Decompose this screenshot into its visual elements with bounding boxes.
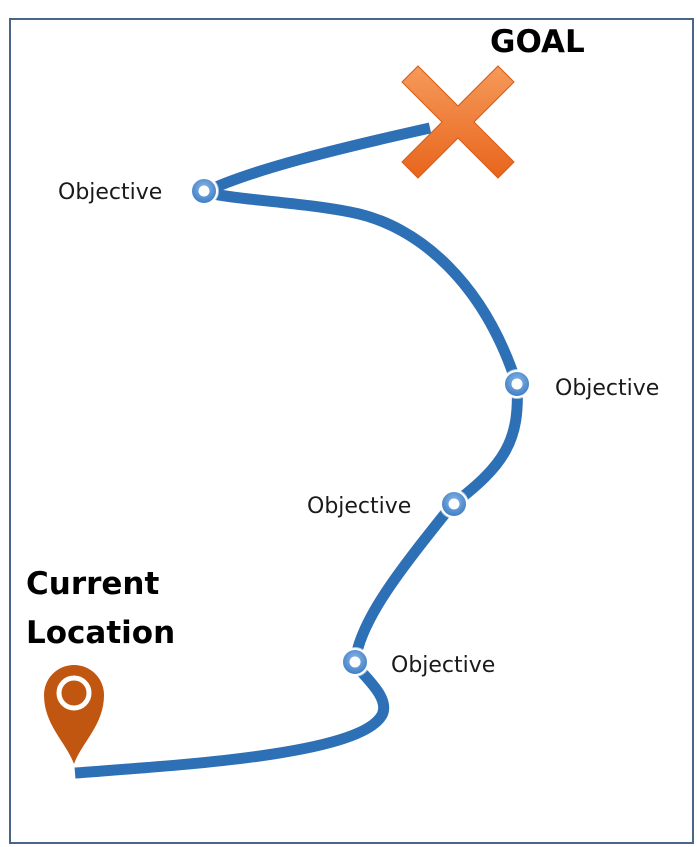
current-location-label-line1: Current: [26, 566, 159, 602]
objective-label: Objective: [391, 653, 495, 678]
goal-x-icon: [401, 65, 515, 179]
current-location-label-line2: Location: [26, 615, 175, 651]
map-pin-icon: [44, 665, 104, 764]
objective-node[interactable]: [340, 647, 370, 677]
objective-label: Objective: [555, 376, 659, 401]
diagram-frame: [9, 18, 694, 844]
objective-node[interactable]: [502, 369, 532, 399]
goal-label: GOAL: [490, 24, 585, 60]
objective-label: Objective: [307, 494, 411, 519]
objective-label: Objective: [58, 180, 162, 205]
objective-node[interactable]: [439, 489, 469, 519]
objective-node[interactable]: [189, 176, 219, 206]
